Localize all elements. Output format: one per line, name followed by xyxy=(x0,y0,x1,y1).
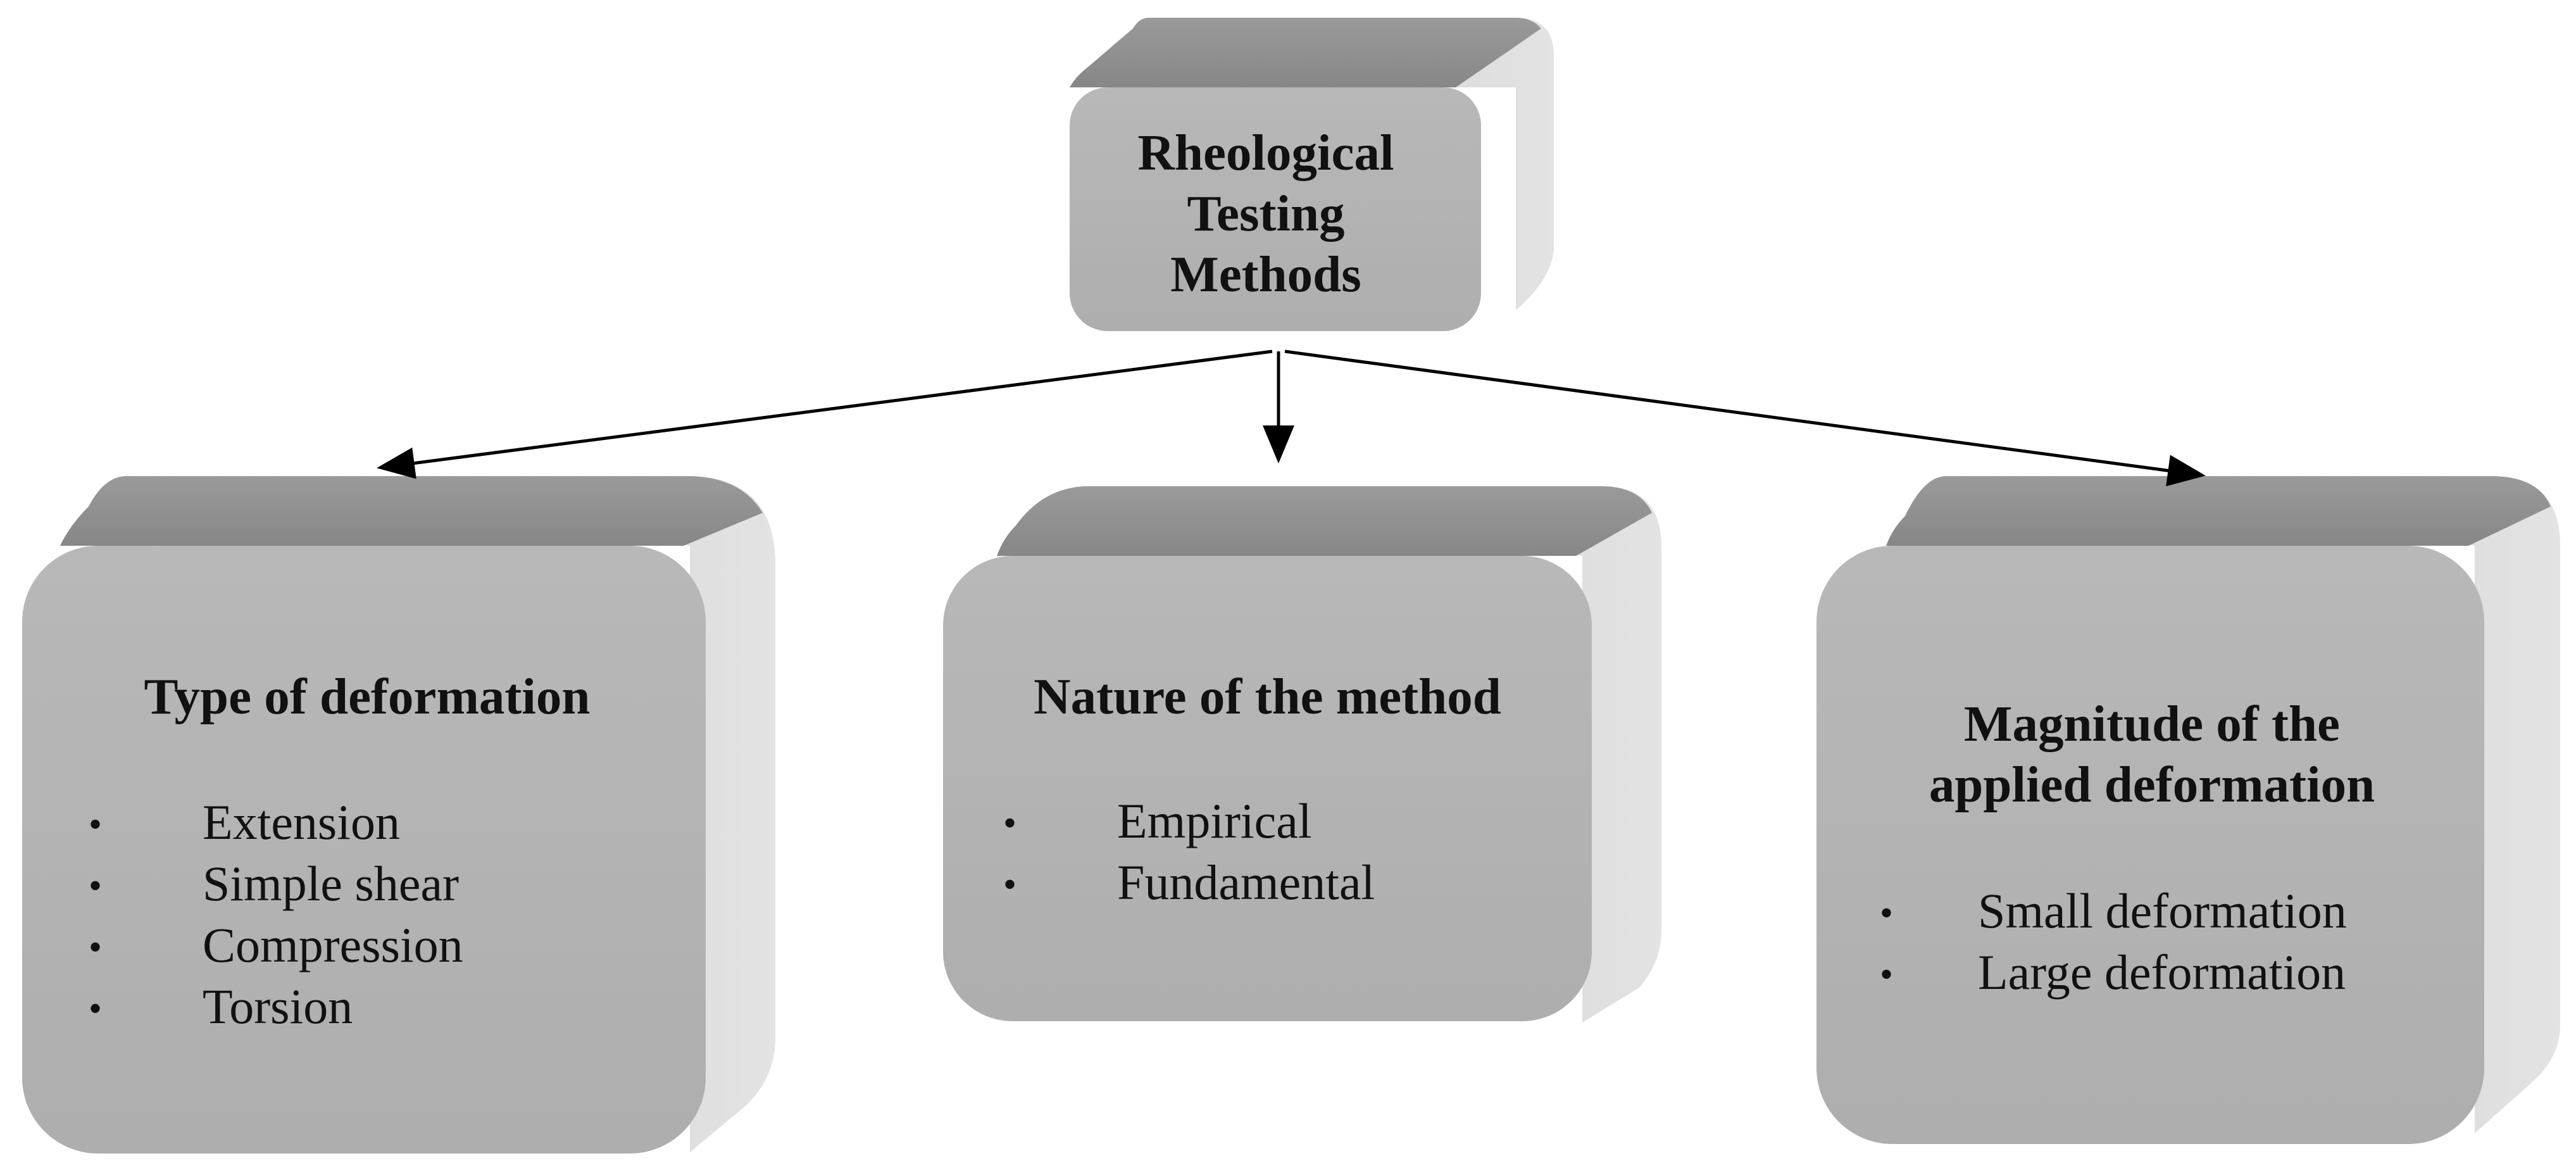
category-2-title-line-1: Nature of the method xyxy=(1034,668,1501,725)
list-item: • Torsion xyxy=(89,976,658,1037)
left-box-top xyxy=(60,476,763,546)
bullet-glyph: • xyxy=(89,988,103,1029)
right-box-top xyxy=(1886,476,2551,546)
category-title-type-of-deformation: Type of deformation xyxy=(63,666,671,727)
list-item: • Extension xyxy=(89,791,658,853)
category-box-nature-of-the-method xyxy=(943,486,1661,1022)
category-title-magnitude: Magnitude of the applied deformation xyxy=(1848,693,2456,815)
category-list-nature-of-the-method: • Empirical • Fundamental xyxy=(1003,790,1560,913)
bullet-glyph: • xyxy=(1003,802,1017,844)
left-box-back xyxy=(127,476,775,1152)
category-box-type-of-deformation xyxy=(22,476,775,1154)
category-3-title-line-1: Magnitude of the xyxy=(1964,695,2340,752)
root-node-title: Rheological Testing Methods xyxy=(1076,122,1456,305)
right-box-front xyxy=(1816,546,2484,1144)
right-box-back xyxy=(1946,476,2560,1133)
bullet-glyph: • xyxy=(1003,864,1017,905)
list-item: • Large deformation xyxy=(1880,941,2462,1003)
list-item: • Small deformation xyxy=(1880,880,2462,941)
list-item-text: Torsion xyxy=(203,979,353,1034)
connectors xyxy=(377,349,2206,487)
root-box-front xyxy=(1070,87,1481,331)
bullet-glyph: • xyxy=(89,803,103,845)
list-item-text: Extension xyxy=(203,795,400,850)
root-node-box xyxy=(1070,18,1554,331)
bullet-glyph: • xyxy=(89,865,103,907)
category-1-title-line-1: Type of deformation xyxy=(144,668,591,725)
list-item: • Simple shear xyxy=(89,853,658,914)
middle-box-top xyxy=(997,486,1652,556)
arrow-to-type-of-deformation xyxy=(377,349,1273,479)
bullet-glyph: • xyxy=(1880,953,1894,995)
list-item-text: Compression xyxy=(203,917,463,972)
root-box-top xyxy=(1070,18,1541,87)
list-item: • Fundamental xyxy=(1003,852,1560,913)
list-item-text: Fundamental xyxy=(1117,855,1375,910)
root-title-line-3: Methods xyxy=(1170,246,1361,303)
category-list-type-of-deformation: • Extension • Simple shear • Compression • T… xyxy=(89,791,658,1037)
category-box-magnitude xyxy=(1816,476,2560,1144)
list-item: • Empirical xyxy=(1003,790,1560,852)
list-item-text: Small deformation xyxy=(1978,883,2347,938)
arrow-to-magnitude xyxy=(1284,349,2206,487)
category-3-title-line-2: applied deformation xyxy=(1929,756,2375,813)
left-box-front xyxy=(22,546,706,1154)
category-list-magnitude: • Small deformation • Large deformation xyxy=(1880,880,2462,1003)
list-item: • Compression xyxy=(89,914,658,976)
bullet-glyph: • xyxy=(1880,892,1894,934)
root-title-line-2: Testing xyxy=(1187,185,1345,242)
middle-box-front xyxy=(943,556,1592,1021)
bullet-glyph: • xyxy=(89,926,103,968)
category-title-nature-of-the-method: Nature of the method xyxy=(968,666,1566,727)
list-item-text: Empirical xyxy=(1117,793,1312,848)
list-item-text: Simple shear xyxy=(203,856,460,911)
list-item-text: Large deformation xyxy=(1978,945,2346,1000)
root-title-line-1: Rheological xyxy=(1137,124,1394,181)
